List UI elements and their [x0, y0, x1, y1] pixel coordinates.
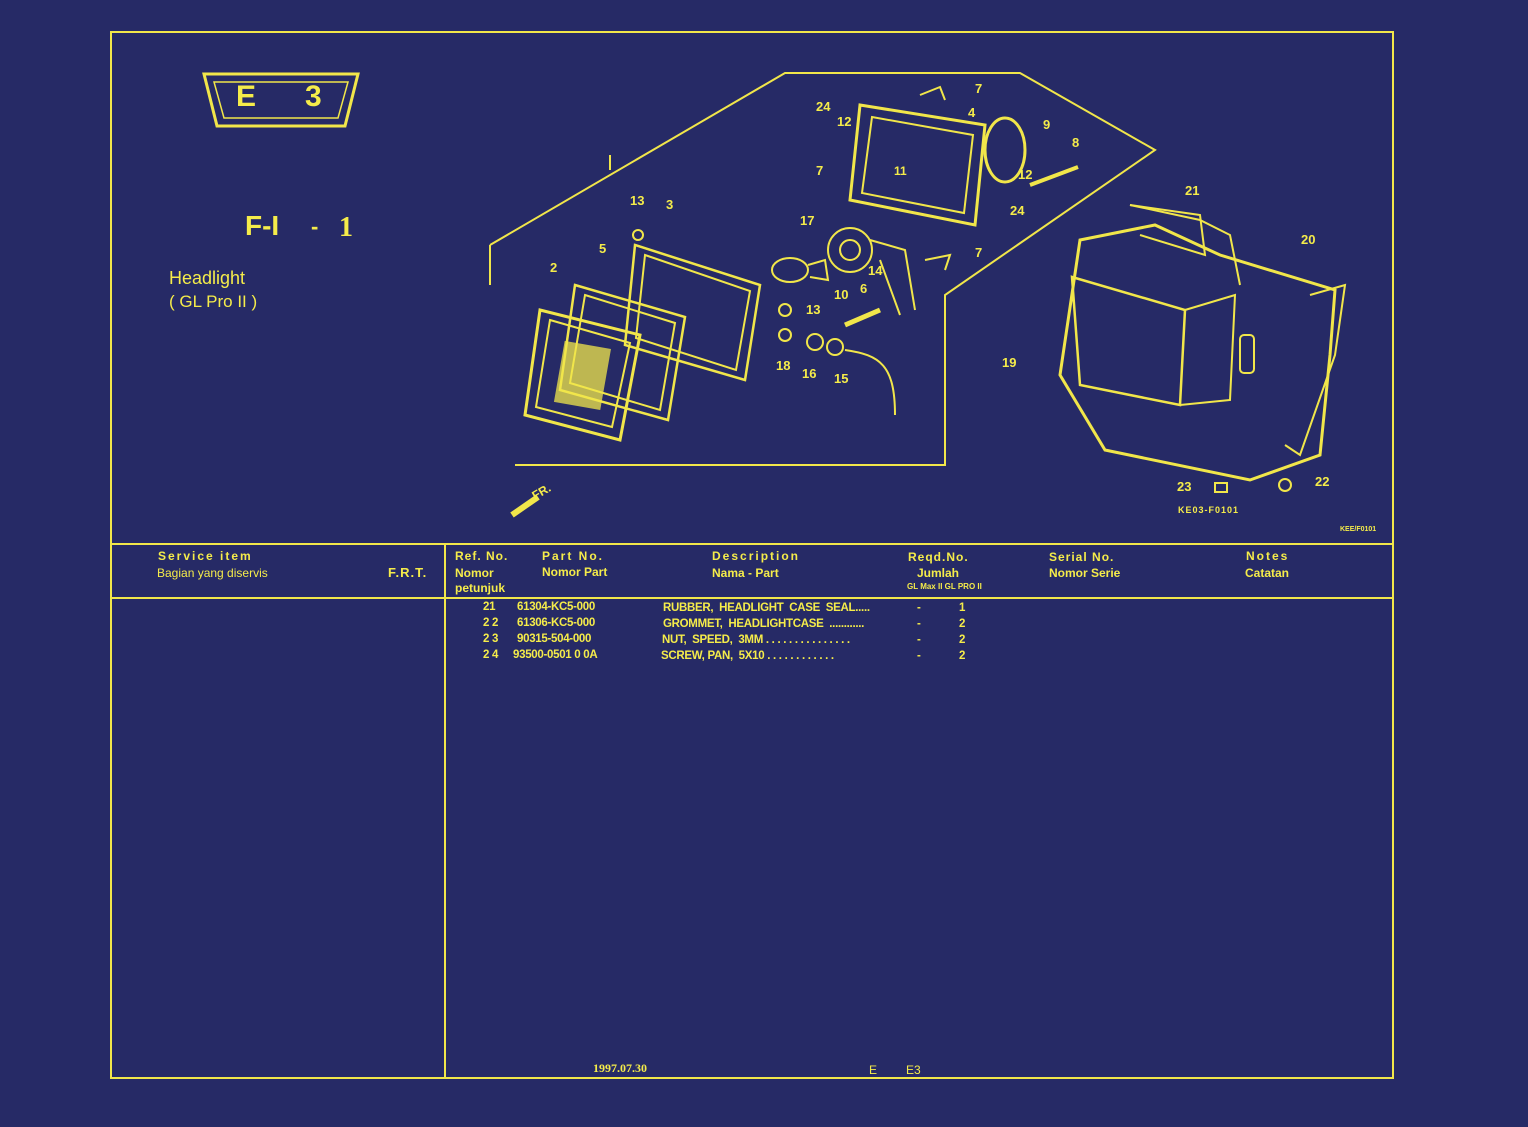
callout-3: 3 [666, 197, 673, 212]
row-qty-b: 1 [959, 602, 966, 614]
model-name: ( GL Pro II ) [169, 292, 258, 311]
row-qty-a: - [917, 650, 921, 662]
header-ref-no: Ref. No. [455, 549, 509, 563]
diagram-ref-code: KE03-F0101 [1178, 505, 1239, 515]
figure-dash: - [311, 214, 319, 239]
header-part-no: Part No. [542, 549, 605, 563]
header-serial-no-sub: Nomor Serie [1049, 566, 1121, 580]
figure-number: 1 [339, 212, 353, 243]
header-frt: F.R.T. [388, 565, 428, 580]
row-ref: 2 3 [483, 633, 499, 645]
callout-17: 17 [800, 213, 814, 228]
header-description: Description [712, 549, 801, 563]
row-qty-b: 2 [959, 618, 966, 630]
callout-20: 20 [1301, 232, 1315, 247]
header-top-rule [110, 543, 1394, 545]
header-ref-no-sub1: Nomor [455, 566, 494, 580]
callout-2: 2 [550, 260, 557, 275]
badge-letter: E [236, 80, 257, 113]
header-reqd-no-models: GL Max II GL PRO II [907, 582, 982, 591]
callout-24a: 24 [1010, 203, 1025, 218]
callout-10: 10 [834, 287, 848, 302]
row-description: SCREW, PAN, 5X10 . . . . . . . . . . . . [661, 650, 834, 662]
header-bottom-rule [110, 597, 1394, 599]
row-ref: 2 2 [483, 617, 499, 629]
row-qty-a: - [917, 618, 921, 630]
callout-12b: 12 [837, 114, 851, 129]
callout-23: 23 [1177, 479, 1191, 494]
callout-7c: 7 [975, 245, 982, 260]
part-group-title: Headlight [169, 268, 246, 288]
row-part-no: 61306-KC5-000 [517, 617, 595, 629]
row-qty-b: 2 [959, 634, 966, 646]
callout-13b: 13 [806, 302, 820, 317]
header-notes: Notes [1246, 549, 1290, 563]
row-qty-a: - [917, 634, 921, 646]
header-service-item: Service item [158, 549, 253, 563]
callout-5: 5 [599, 241, 606, 256]
callout-14: 14 [868, 263, 883, 278]
callout-7a: 7 [975, 81, 982, 96]
callout-13a: 13 [630, 193, 644, 208]
callout-24b: 24 [816, 99, 831, 114]
header-ref-no-sub2: petunjuk [455, 581, 505, 595]
diagram-corner-code: KEE/F0101 [1340, 526, 1376, 533]
section-badge [202, 72, 360, 128]
row-ref: 21 [483, 601, 496, 613]
row-description: GROMMET, HEADLIGHTCASE ............ [663, 618, 865, 630]
callout-4: 4 [968, 105, 976, 120]
callout-21: 21 [1185, 183, 1199, 198]
row-ref: 2 4 [483, 649, 499, 661]
footer-section: E [869, 1063, 878, 1077]
page-frame [110, 31, 1394, 1079]
row-qty-a: - [917, 602, 921, 614]
badge-number: 3 [305, 80, 322, 113]
footer-page: E3 [906, 1063, 921, 1077]
header-description-sub: Nama - Part [712, 566, 779, 580]
row-description: NUT, SPEED, 3MM . . . . . . . . . . . . … [662, 634, 850, 646]
callout-22: 22 [1315, 474, 1329, 489]
header-serial-no: Serial No. [1049, 550, 1115, 564]
callout-12a: 12 [1018, 167, 1032, 182]
header-notes-sub: Catatan [1245, 566, 1290, 580]
footer-date: 1997.07.30 [593, 1061, 647, 1075]
header-part-no-sub: Nomor Part [542, 565, 608, 579]
row-qty-b: 2 [959, 650, 966, 662]
callout-8: 8 [1072, 135, 1079, 150]
callout-6: 6 [860, 281, 867, 296]
row-description: RUBBER, HEADLIGHT CASE SEAL..... [663, 602, 870, 614]
callout-9: 9 [1043, 117, 1050, 132]
row-part-no: 61304-KC5-000 [517, 601, 595, 613]
headlight-exploded-diagram: 7 4 9 8 12 24 24 12 7 11 17 7 14 13 3 5 … [489, 72, 1376, 533]
callout-15: 15 [834, 371, 848, 386]
row-part-no: 90315-504-000 [517, 633, 592, 645]
callout-18: 18 [776, 358, 790, 373]
column-divider [444, 543, 446, 1079]
row-part-no: 93500-0501 0 0A [513, 649, 598, 661]
header-service-item-sub: Bagian yang diservis [157, 566, 268, 580]
header-reqd-no: Reqd.No. [908, 550, 969, 564]
callout-19: 19 [1002, 355, 1016, 370]
callout-11: 11 [894, 164, 907, 178]
callout-16: 16 [802, 366, 816, 381]
figure-code: F-I [245, 210, 280, 241]
header-reqd-no-sub: Jumlah [917, 566, 960, 580]
callout-7b: 7 [816, 163, 823, 178]
